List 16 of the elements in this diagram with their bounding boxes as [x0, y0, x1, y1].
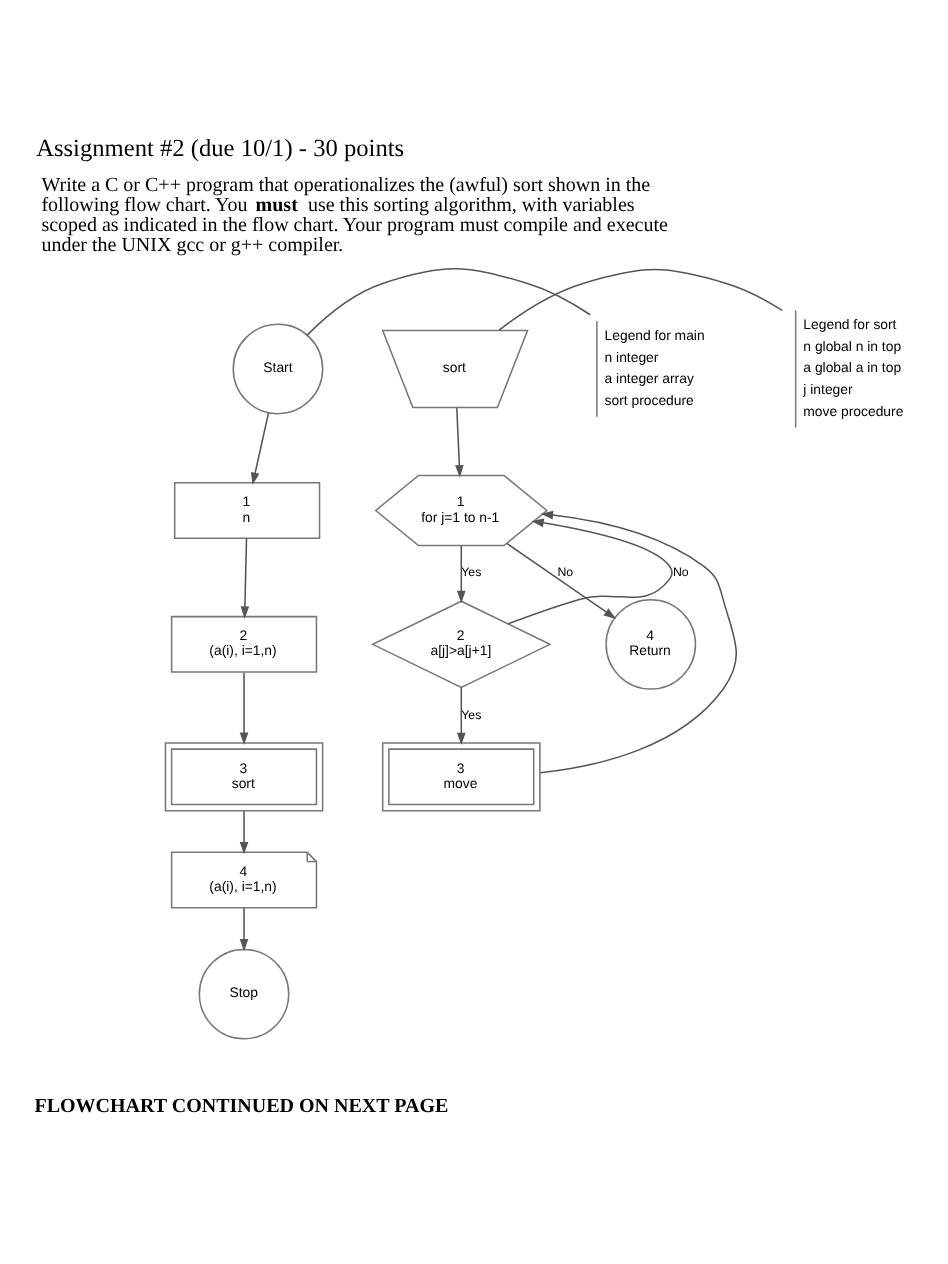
- label: Write a C or C++ program that operationalizes the (awful) sort shown in the following flow chart. You must use this sorting algorithm, with variables scoped as indicated in the flow chart. Your program must compile and execute under the UNIX gcc or g++ compiler.: [41, 173, 668, 256]
- arrow: [506, 541, 617, 618]
- connector: [306, 267, 591, 335]
- label: FLOWCHART CONTINUED ON NEXT PAGE: [34, 1094, 449, 1117]
- diagram-title: Assignment #2 (due 10/1) - 30 points: [36, 133, 405, 162]
- connector: [498, 267, 783, 330]
- arrow: [539, 509, 738, 773]
- arrow: [456, 685, 466, 745]
- arrow: [239, 809, 249, 854]
- arrow: [240, 536, 250, 618]
- arrow: [456, 543, 466, 603]
- arrow: [507, 517, 673, 624]
- arrow: [239, 670, 249, 744]
- arrow: [250, 411, 270, 484]
- arrow: [239, 906, 249, 951]
- arrow: [455, 405, 464, 477]
